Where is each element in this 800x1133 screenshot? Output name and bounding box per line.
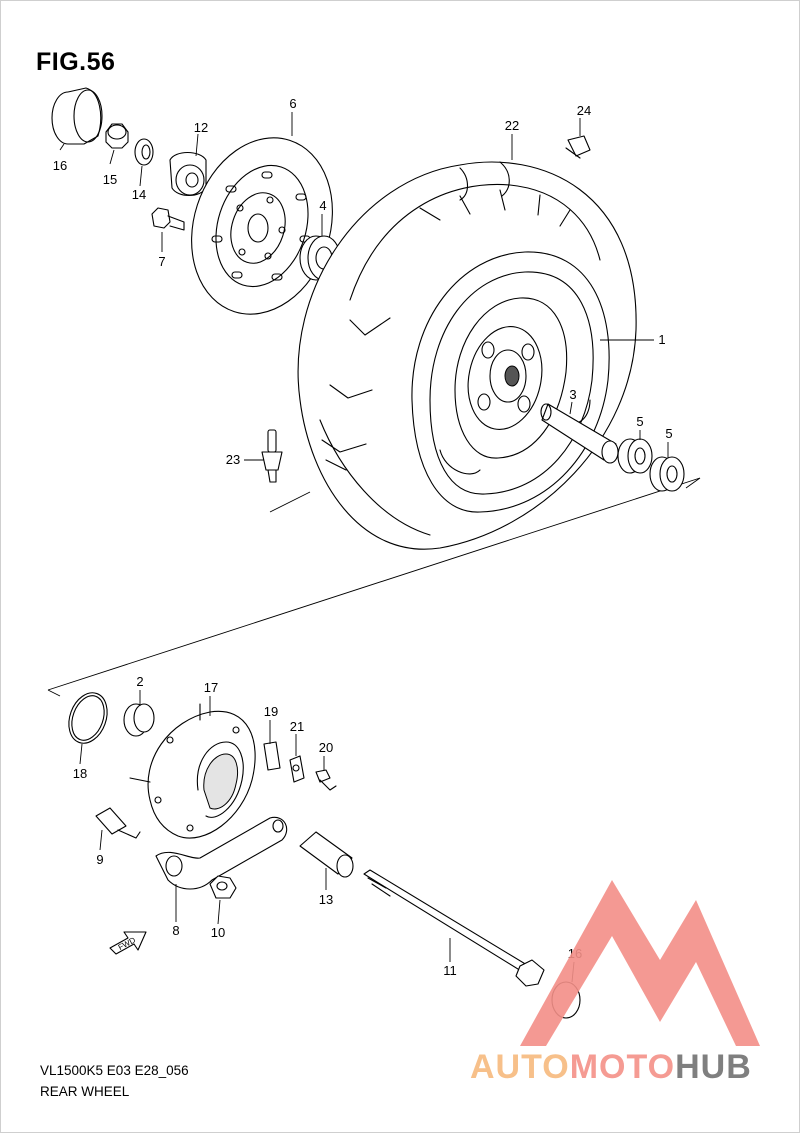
- callout-7: 7: [158, 254, 165, 269]
- callout-5a: 5: [636, 414, 643, 429]
- callout-18: 18: [73, 766, 87, 781]
- callout-15: 15: [103, 172, 117, 187]
- triangle-m-logo: [520, 880, 760, 1046]
- part-5-bearing-a: [617, 438, 653, 474]
- fwd-direction-arrow: FWD: [109, 931, 147, 955]
- callout-labels: 16 15 14 12 6 4 7 22 24 1 3 5 5 23 2 17 …: [53, 96, 673, 978]
- part-15-nut: [105, 123, 129, 149]
- callout-2: 2: [136, 674, 143, 689]
- part-24-clip: [565, 135, 591, 159]
- watermark-part1: AUTO: [470, 1048, 570, 1086]
- part-2-bearing: [123, 703, 155, 737]
- callout-22: 22: [505, 118, 519, 133]
- diagram-code: VL1500K5 E03 E28_056: [40, 1063, 189, 1078]
- part-3-spacer: [540, 403, 619, 464]
- watermark-part3: HUB: [675, 1048, 752, 1086]
- callout-16-top: 16: [53, 158, 67, 173]
- diagram-caption: REAR WHEEL: [40, 1084, 130, 1099]
- callout-1: 1: [658, 332, 665, 347]
- part-12-collar: [169, 151, 207, 197]
- callout-20: 20: [319, 740, 333, 755]
- part-21-lock-plate: [289, 755, 305, 783]
- part-6-brake-disc: [191, 137, 333, 315]
- callout-24: 24: [577, 103, 591, 118]
- part-17-sprocket-drum: [129, 703, 256, 839]
- callout-4: 4: [319, 198, 326, 213]
- part-18-o-ring: [68, 692, 108, 744]
- disc-bolt-holes: [236, 196, 286, 260]
- part-14-washer: [134, 138, 154, 166]
- callout-21: 21: [290, 719, 304, 734]
- part-5-bearing-b: [649, 456, 685, 492]
- part-13-spacer: [299, 831, 354, 878]
- part-8-torque-arm: [155, 816, 288, 890]
- callout-14: 14: [132, 187, 146, 202]
- callout-12: 12: [194, 120, 208, 135]
- disc-floating-rivets: [211, 171, 311, 281]
- part-11-axle: [363, 869, 545, 987]
- part-1-wheel-rim: [411, 251, 610, 513]
- part-10-nut: [209, 875, 237, 899]
- part-7-bolt: [151, 207, 185, 231]
- leader-lines: [59, 112, 669, 983]
- automotohub-watermark: AUTOMOTOHUB: [470, 1048, 752, 1087]
- callout-3: 3: [569, 387, 576, 402]
- callout-5b: 5: [665, 426, 672, 441]
- callout-10: 10: [211, 925, 225, 940]
- part-19-shim: [263, 741, 281, 771]
- callout-17: 17: [204, 680, 218, 695]
- callout-11: 11: [443, 963, 457, 978]
- callout-6: 6: [289, 96, 296, 111]
- callout-8: 8: [172, 923, 179, 938]
- part-23-valve: [261, 429, 283, 483]
- group-separator-line: [47, 477, 701, 697]
- callout-9: 9: [96, 852, 103, 867]
- callout-23: 23: [226, 452, 240, 467]
- part-20-bolt: [315, 769, 337, 791]
- callout-13: 13: [319, 892, 333, 907]
- part-9-stud: [95, 807, 141, 839]
- figure-title: FIG.56: [36, 48, 116, 76]
- watermark-part2: MOTO: [569, 1048, 676, 1086]
- callout-19: 19: [264, 704, 278, 719]
- part-16-seal-cap: [51, 87, 103, 145]
